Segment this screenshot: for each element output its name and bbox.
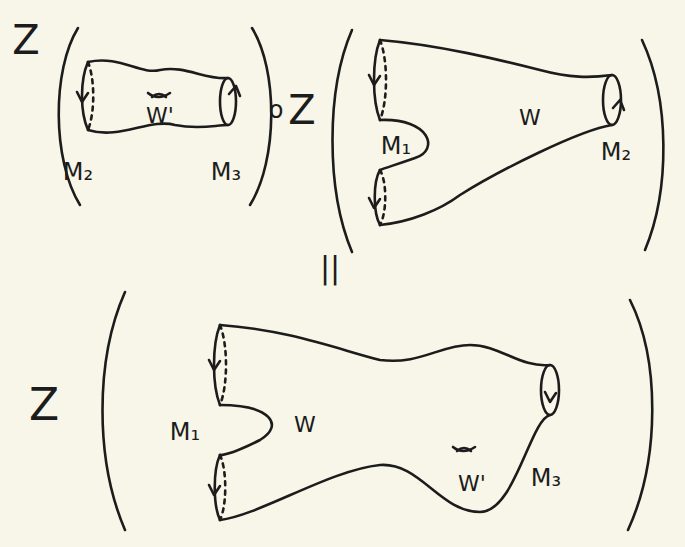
boundary-label: M₁: [381, 134, 411, 158]
surface-label: W: [519, 107, 541, 129]
genus-hole: [457, 448, 471, 451]
equals-symbol: ||: [320, 253, 340, 283]
bracket: [103, 292, 126, 530]
boundary-circle: [88, 62, 93, 130]
boundary-circle: [380, 40, 386, 120]
orientation-arrow: [229, 86, 240, 96]
boundary-circle: [220, 455, 225, 520]
surface-outline: [220, 325, 550, 365]
orientation-arrow: [77, 92, 88, 102]
boundary-label: M₃: [531, 466, 561, 490]
function-symbol: Z: [29, 383, 59, 427]
orientation-arrow: [369, 75, 380, 85]
boundary-circle: [375, 170, 380, 225]
surface-outline: [380, 120, 428, 170]
bracket: [628, 300, 652, 530]
boundary-circle: [220, 78, 236, 125]
boundary-label: M₂: [601, 140, 631, 164]
orientation-arrow: [545, 392, 556, 402]
orientation-arrow: [209, 485, 220, 495]
orientation-arrow: [613, 100, 624, 110]
surface-outline: [220, 405, 272, 455]
surface-outline: [380, 40, 612, 77]
genus-hole: [453, 447, 475, 451]
boundary-circle: [220, 325, 226, 405]
function-symbol: Z: [12, 20, 39, 60]
surface-outline: [88, 60, 228, 78]
bracket: [642, 40, 663, 250]
function-symbol: Z: [288, 90, 315, 130]
boundary-label: M₁: [170, 420, 200, 444]
bracket: [250, 28, 271, 205]
surface-label: W: [294, 414, 316, 436]
boundary-circle: [541, 365, 559, 415]
surface-label: W': [458, 473, 486, 495]
orientation-arrow: [209, 360, 220, 370]
surface-label: W': [146, 105, 174, 127]
boundary-circle: [380, 170, 385, 225]
boundary-label: M₃: [211, 160, 241, 184]
orientation-arrow: [369, 198, 380, 208]
bracket: [333, 30, 353, 252]
genus-hole: [148, 93, 170, 97]
composition-symbol: o: [269, 98, 284, 122]
surface-outline: [380, 125, 612, 225]
genus-hole: [152, 94, 166, 97]
boundary-label: M₂: [63, 160, 93, 184]
